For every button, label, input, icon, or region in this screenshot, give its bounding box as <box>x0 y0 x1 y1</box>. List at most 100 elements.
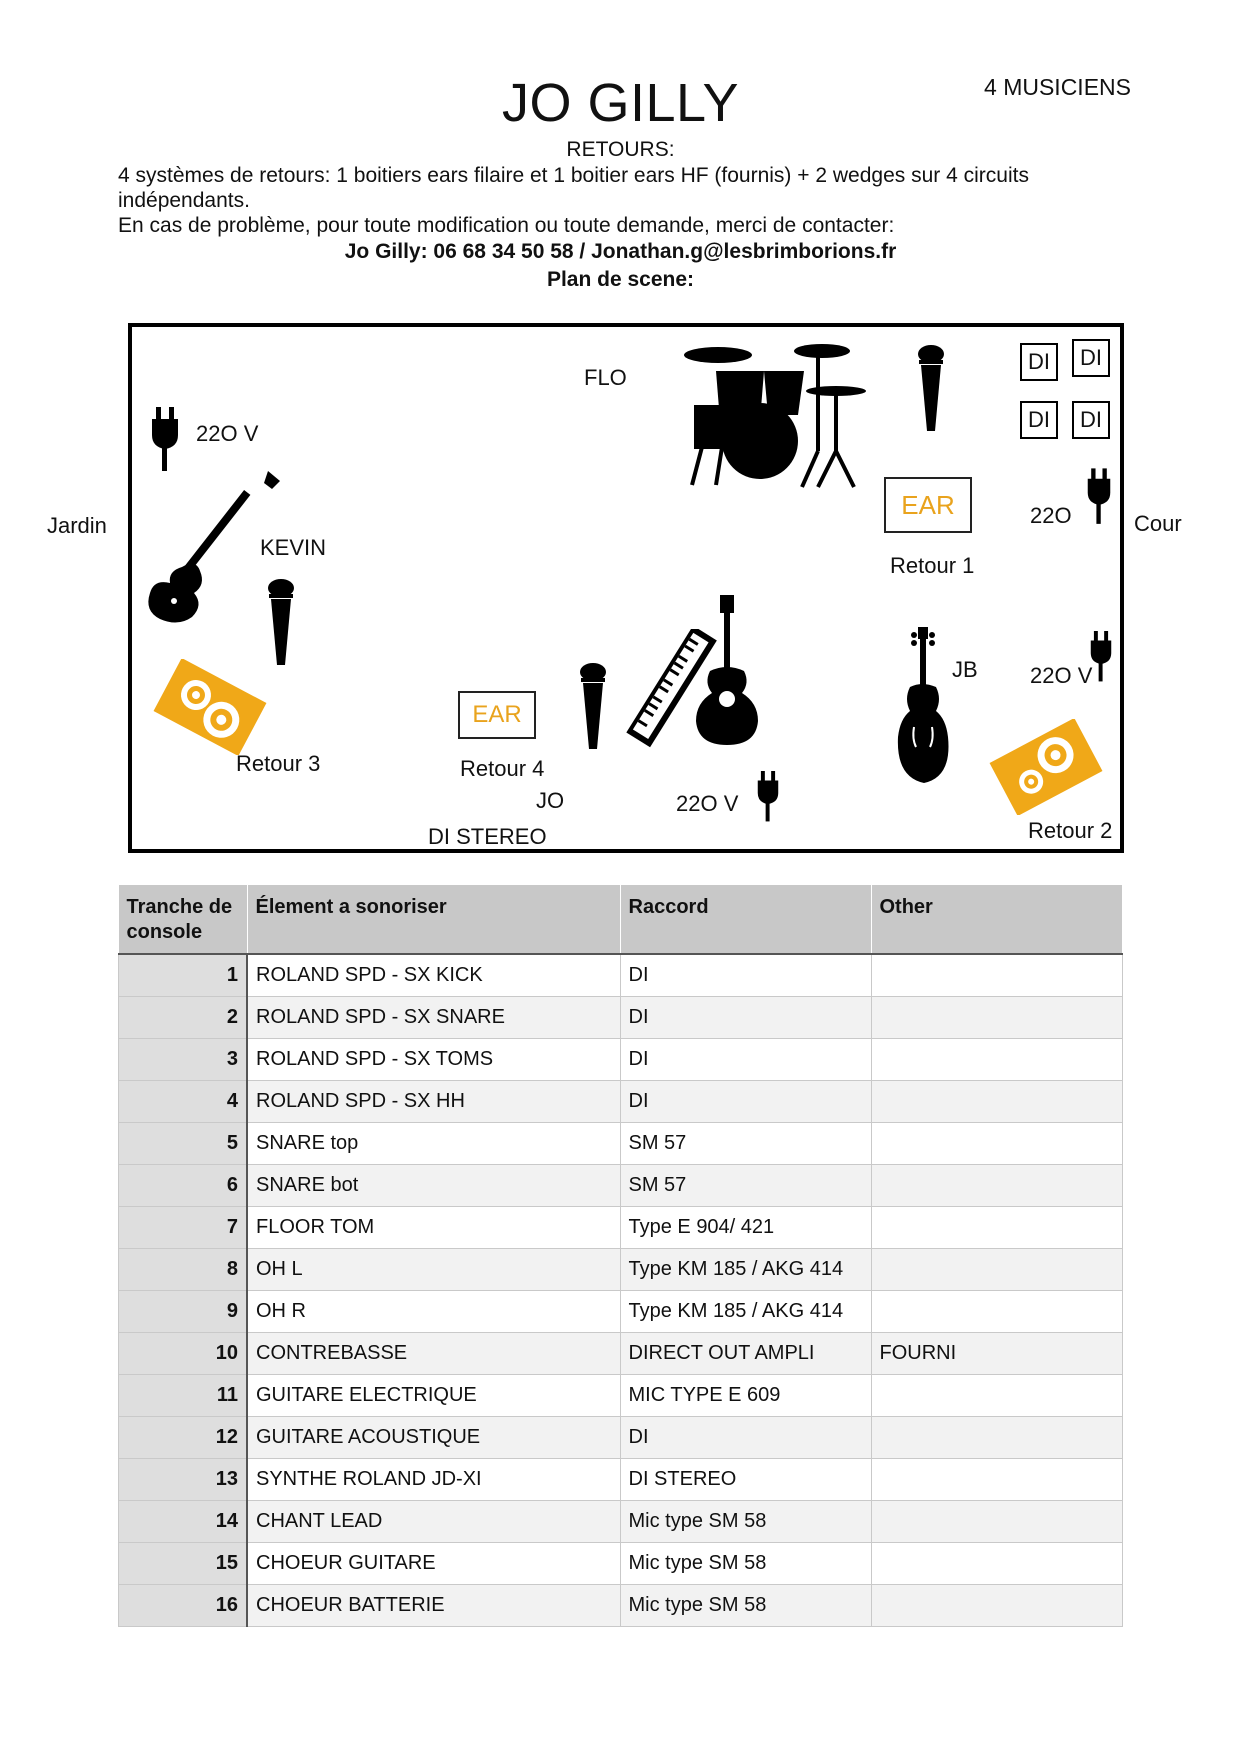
header-element: Élement a sonoriser <box>247 885 621 954</box>
microphone-icon <box>918 345 944 431</box>
row-element: ROLAND SPD - SX KICK <box>246 953 621 997</box>
row-element: CONTREBASSE <box>246 1332 621 1375</box>
cour-label: Cour <box>1134 511 1182 536</box>
row-element: SNARE bot <box>246 1164 621 1207</box>
header-raccord: Raccord <box>620 885 872 954</box>
power-plug-icon <box>152 407 178 471</box>
row-number: 12 <box>118 1416 248 1459</box>
stage-plan: 22O V KEVIN Retour 3 EAR Retour 4 DI STE… <box>128 323 1124 853</box>
row-raccord: DI <box>619 996 872 1039</box>
keyboard-icon <box>626 629 717 748</box>
drum-kit-icon <box>684 344 866 488</box>
row-number: 14 <box>118 1500 248 1543</box>
row-number: 1 <box>118 953 248 997</box>
row-other <box>870 1542 1123 1585</box>
row-element: ROLAND SPD - SX TOMS <box>246 1038 621 1081</box>
section-subtitle: RETOURS: <box>566 138 675 161</box>
intro-line-1: 4 systèmes de retours: 1 boitiers ears f… <box>118 164 1029 212</box>
musician-kevin: KEVIN <box>260 535 327 560</box>
row-element: CHOEUR BATTERIE <box>246 1584 621 1627</box>
row-raccord: DIRECT OUT AMPLI <box>619 1332 872 1375</box>
row-number: 6 <box>118 1164 248 1207</box>
row-element: FLOOR TOM <box>246 1206 621 1249</box>
row-raccord: Mic type SM 58 <box>619 1542 872 1585</box>
microphone-icon <box>580 663 606 749</box>
microphone-icon <box>268 579 294 665</box>
row-raccord: SM 57 <box>619 1122 872 1165</box>
intro-text: 4 systèmes de retours: 1 boitiers ears f… <box>118 163 1138 238</box>
row-number: 8 <box>118 1248 248 1291</box>
power-plug-icon <box>1090 631 1112 682</box>
row-other <box>870 1458 1123 1501</box>
row-element: SYNTHE ROLAND JD-XI <box>246 1458 621 1501</box>
retour-2-label: Retour 2 <box>1028 818 1113 843</box>
jardin-label: Jardin <box>47 513 107 538</box>
row-element: SNARE top <box>246 1122 621 1165</box>
row-number: 7 <box>118 1206 248 1249</box>
plan-title: Plan de scene: <box>546 268 695 291</box>
power-plug-icon <box>1087 468 1111 524</box>
row-other <box>870 1164 1123 1207</box>
intro-line-2: En cas de problème, pour toute modificat… <box>118 214 895 237</box>
table-header-row: Tranche de console Élement a sonoriser R… <box>118 885 1123 954</box>
power-label-bottom: 22O V <box>676 791 739 816</box>
row-number: 9 <box>118 1290 248 1333</box>
power-label-top-left: 22O V <box>196 421 259 446</box>
row-raccord: DI <box>619 1080 872 1123</box>
row-other <box>870 1584 1123 1627</box>
row-element: OH L <box>246 1248 621 1291</box>
ear-box-retour-4: EAR <box>458 691 536 739</box>
row-raccord: Type KM 185 / AKG 414 <box>619 1290 872 1333</box>
row-element: GUITARE ELECTRIQUE <box>246 1374 621 1417</box>
row-number: 13 <box>118 1458 248 1501</box>
row-raccord: Mic type SM 58 <box>619 1584 872 1627</box>
row-raccord: MIC TYPE E 609 <box>619 1374 872 1417</box>
row-number: 16 <box>118 1584 248 1627</box>
row-raccord: DI <box>619 1038 872 1081</box>
row-other <box>870 1080 1123 1123</box>
ear-box-retour-1: EAR <box>884 477 972 533</box>
musician-jb: JB <box>952 657 978 682</box>
row-element: GUITARE ACOUSTIQUE <box>246 1416 621 1459</box>
patch-table: Tranche de console Élement a sonoriser R… <box>118 885 1123 1627</box>
di-box-4: DI <box>1072 401 1110 439</box>
retour-4-label: Retour 4 <box>460 756 545 781</box>
row-element: ROLAND SPD - SX SNARE <box>246 996 621 1039</box>
musician-jo: JO <box>536 788 565 813</box>
di-box-1: DI <box>1020 343 1058 381</box>
row-raccord: DI STEREO <box>619 1458 872 1501</box>
electric-guitar-icon <box>148 471 280 623</box>
musician-flo: FLO <box>584 365 627 390</box>
row-raccord: DI <box>619 1416 872 1459</box>
power-label-right-top: 22O <box>1030 503 1072 528</box>
row-raccord: SM 57 <box>619 1164 872 1207</box>
row-number: 5 <box>118 1122 248 1165</box>
di-box-2: DI <box>1072 339 1110 377</box>
contact-info: Jo Gilly: 06 68 34 50 58 / Jonathan.g@le… <box>344 240 897 263</box>
row-element: CHOEUR GUITARE <box>246 1542 621 1585</box>
row-number: 2 <box>118 996 248 1039</box>
row-element: CHANT LEAD <box>246 1500 621 1543</box>
row-other <box>870 996 1123 1039</box>
row-number: 11 <box>118 1374 248 1417</box>
row-other <box>870 1416 1123 1459</box>
power-plug-icon <box>757 771 779 822</box>
row-element: ROLAND SPD - SX HH <box>246 1080 621 1123</box>
row-other <box>870 1500 1123 1543</box>
row-other <box>870 1122 1123 1165</box>
wedge-monitor-icon <box>153 659 267 755</box>
acoustic-guitar-icon <box>696 595 758 745</box>
